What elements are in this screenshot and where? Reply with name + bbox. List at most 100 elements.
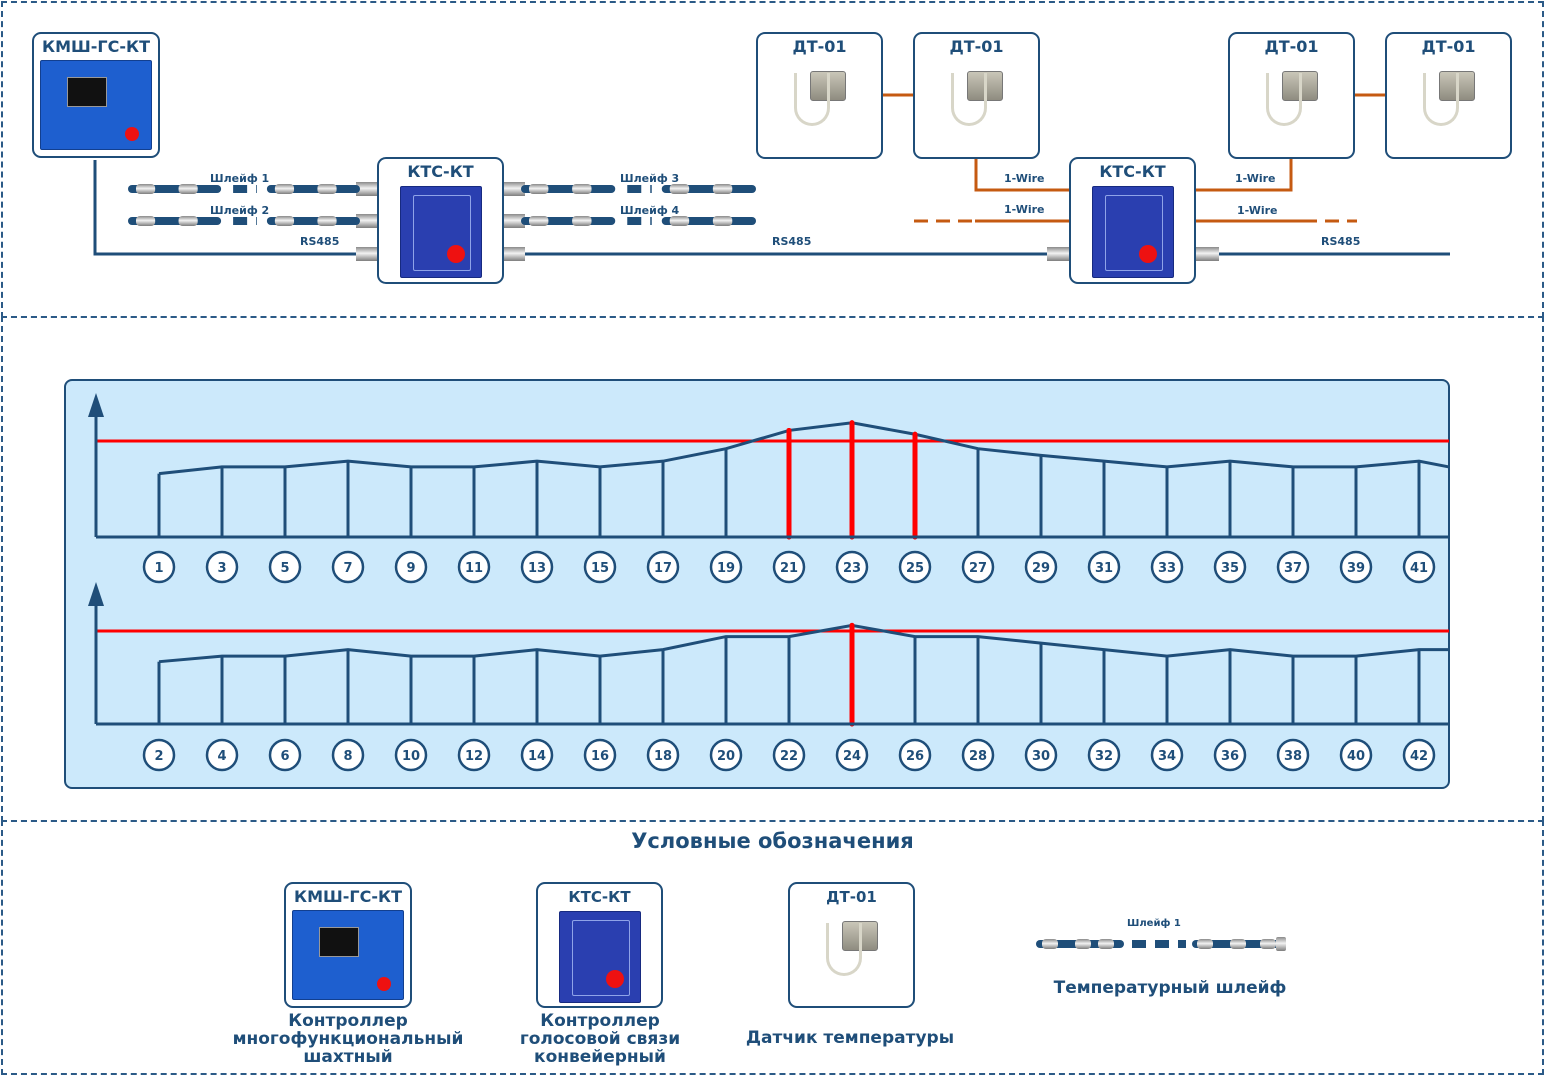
loop-sensor-bead bbox=[317, 184, 337, 194]
sensor-number-badge: 42 bbox=[1402, 738, 1436, 772]
sensor-number-badge: 27 bbox=[961, 550, 995, 584]
sensor-number-badge: 4 bbox=[205, 738, 239, 772]
sensor-card[interactable]: ДТ-01 bbox=[1228, 32, 1355, 159]
sensor-number-badge: 19 bbox=[709, 550, 743, 584]
sensor-number-badge: 25 bbox=[898, 550, 932, 584]
loop-label: Шлейф 4 bbox=[620, 204, 680, 217]
sensor-number-label: 33 bbox=[1158, 561, 1176, 576]
sensor-card[interactable]: ДТ-01 bbox=[913, 32, 1040, 159]
sensor-number-label: 7 bbox=[343, 561, 352, 576]
temperature-sensor-icon bbox=[812, 909, 892, 999]
sensor-number-badge: 23 bbox=[835, 550, 869, 584]
one-wire-link bbox=[1196, 159, 1293, 192]
temperature-sensor-icon bbox=[1252, 59, 1332, 149]
sensor-number-badge: 40 bbox=[1339, 738, 1373, 772]
sensor-number-badge: 7 bbox=[331, 550, 365, 584]
rs485-label: RS485 bbox=[772, 235, 812, 248]
sensor-number-badge: 39 bbox=[1339, 550, 1373, 584]
loop-sensor-bead bbox=[178, 216, 198, 226]
sensor-number-badge: 41 bbox=[1402, 550, 1436, 584]
legend-caption: Температурный шлейф bbox=[1040, 979, 1300, 997]
rs485-line bbox=[93, 160, 378, 256]
temperature-chart-panel bbox=[64, 379, 1450, 789]
sensor-card[interactable]: ДТ-01 bbox=[756, 32, 883, 159]
caption-line: многофункциональный bbox=[232, 1029, 464, 1049]
sensor-number-label: 22 bbox=[780, 749, 798, 764]
sensor-card[interactable]: ДТ-01 bbox=[1385, 32, 1512, 159]
sensor-number-label: 3 bbox=[217, 561, 226, 576]
sensor-number-label: 42 bbox=[1410, 749, 1428, 764]
y-axis-arrow-icon bbox=[88, 393, 104, 417]
device-title: ДТ-01 bbox=[949, 37, 1004, 56]
loop-label: Шлейф 2 bbox=[210, 204, 270, 217]
loop-sensor-bead bbox=[669, 184, 690, 194]
temperature-loop bbox=[128, 184, 360, 194]
legend-caption: Датчик температуры bbox=[730, 1029, 970, 1047]
caption-line: Температурный шлейф bbox=[1053, 978, 1287, 998]
sensor-number-badge: 34 bbox=[1150, 738, 1184, 772]
sensor-number-label: 34 bbox=[1158, 749, 1176, 764]
temperature-profile-line bbox=[158, 623, 1449, 664]
sensor-number-label: 37 bbox=[1284, 561, 1302, 576]
temperature-loop bbox=[128, 216, 360, 226]
sensor-number-label: 20 bbox=[717, 749, 735, 764]
topology-wiring bbox=[93, 93, 1450, 261]
sensor-number-label: 27 bbox=[969, 561, 987, 576]
sensor-number-label: 14 bbox=[528, 749, 546, 764]
sensor-number-badge: 20 bbox=[709, 738, 743, 772]
sensor-number-badge: 3 bbox=[205, 550, 239, 584]
rs485-label: RS485 bbox=[1321, 235, 1361, 248]
legend-kts-card: КТС-КТ bbox=[536, 882, 663, 1008]
sensor-number-badge: 18 bbox=[646, 738, 680, 772]
device-title: КТС-КТ bbox=[1099, 162, 1166, 181]
device-title: ДТ-01 bbox=[792, 37, 847, 56]
device-title: ДТ-01 bbox=[1264, 37, 1319, 56]
loop-sensor-bead bbox=[529, 184, 549, 194]
sensor-number-label: 38 bbox=[1284, 749, 1302, 764]
sensor-number-badge: 35 bbox=[1213, 550, 1247, 584]
kts-device-card[interactable]: КТС-КТ bbox=[377, 157, 504, 284]
sensor-number-badge: 13 bbox=[520, 550, 554, 584]
caption-line: конвейерный bbox=[534, 1047, 666, 1067]
sensor-number-label: 17 bbox=[654, 561, 672, 576]
kmsh-controller-icon bbox=[292, 910, 404, 1000]
kmsh-controller-icon bbox=[40, 60, 152, 150]
sensor-number-label: 2 bbox=[154, 749, 163, 764]
sensor-number-badge: 12 bbox=[457, 738, 491, 772]
loop-sensor-bead bbox=[712, 216, 733, 226]
sensor-number-badge: 11 bbox=[457, 550, 491, 584]
kts-device-card[interactable]: КТС-КТ bbox=[1069, 157, 1196, 284]
loop-sensor-bead bbox=[712, 184, 733, 194]
caption-line: Датчик температуры bbox=[745, 1028, 955, 1048]
sensor-number-label: 11 bbox=[465, 561, 483, 576]
sensor-number-badge: 24 bbox=[835, 738, 869, 772]
device-title: ДТ-01 bbox=[1421, 37, 1476, 56]
loop-sensor-bead bbox=[274, 184, 295, 194]
temperature-loop bbox=[521, 184, 756, 194]
temperature-sensor-icon bbox=[937, 59, 1017, 149]
sensor-number-badge: 16 bbox=[583, 738, 617, 772]
sensor-number-label: 9 bbox=[406, 561, 415, 576]
kmsh-device-card[interactable]: КМШ-ГС-КТ bbox=[32, 32, 160, 158]
sensor-number-label: 24 bbox=[843, 749, 861, 764]
sensor-number-label: 5 bbox=[280, 561, 289, 576]
sensor-number-label: 6 bbox=[280, 749, 289, 764]
caption-line: Контроллер bbox=[540, 1011, 660, 1031]
sensor-number-badge: 10 bbox=[394, 738, 428, 772]
legend-title: Условные обозначения bbox=[631, 829, 914, 853]
sensor-number-badge: 17 bbox=[646, 550, 680, 584]
sensor-number-label: 31 bbox=[1095, 561, 1113, 576]
legend-sensor-card: ДТ-01 bbox=[788, 882, 915, 1008]
sensor-number-badge: 28 bbox=[961, 738, 995, 772]
sensor-number-badge: 5 bbox=[268, 550, 302, 584]
temperature-profile-line bbox=[158, 421, 1450, 476]
loop-label: Шлейф 3 bbox=[620, 172, 680, 185]
temperature-sensor-icon bbox=[1409, 59, 1489, 149]
sensor-number-badge: 6 bbox=[268, 738, 302, 772]
sensor-number-label: 23 bbox=[843, 561, 861, 576]
loop-sensor-bead bbox=[136, 184, 156, 194]
sensor-number-label: 21 bbox=[780, 561, 798, 576]
legend-section bbox=[1, 820, 1544, 1075]
kts-controller-icon bbox=[558, 911, 641, 1003]
